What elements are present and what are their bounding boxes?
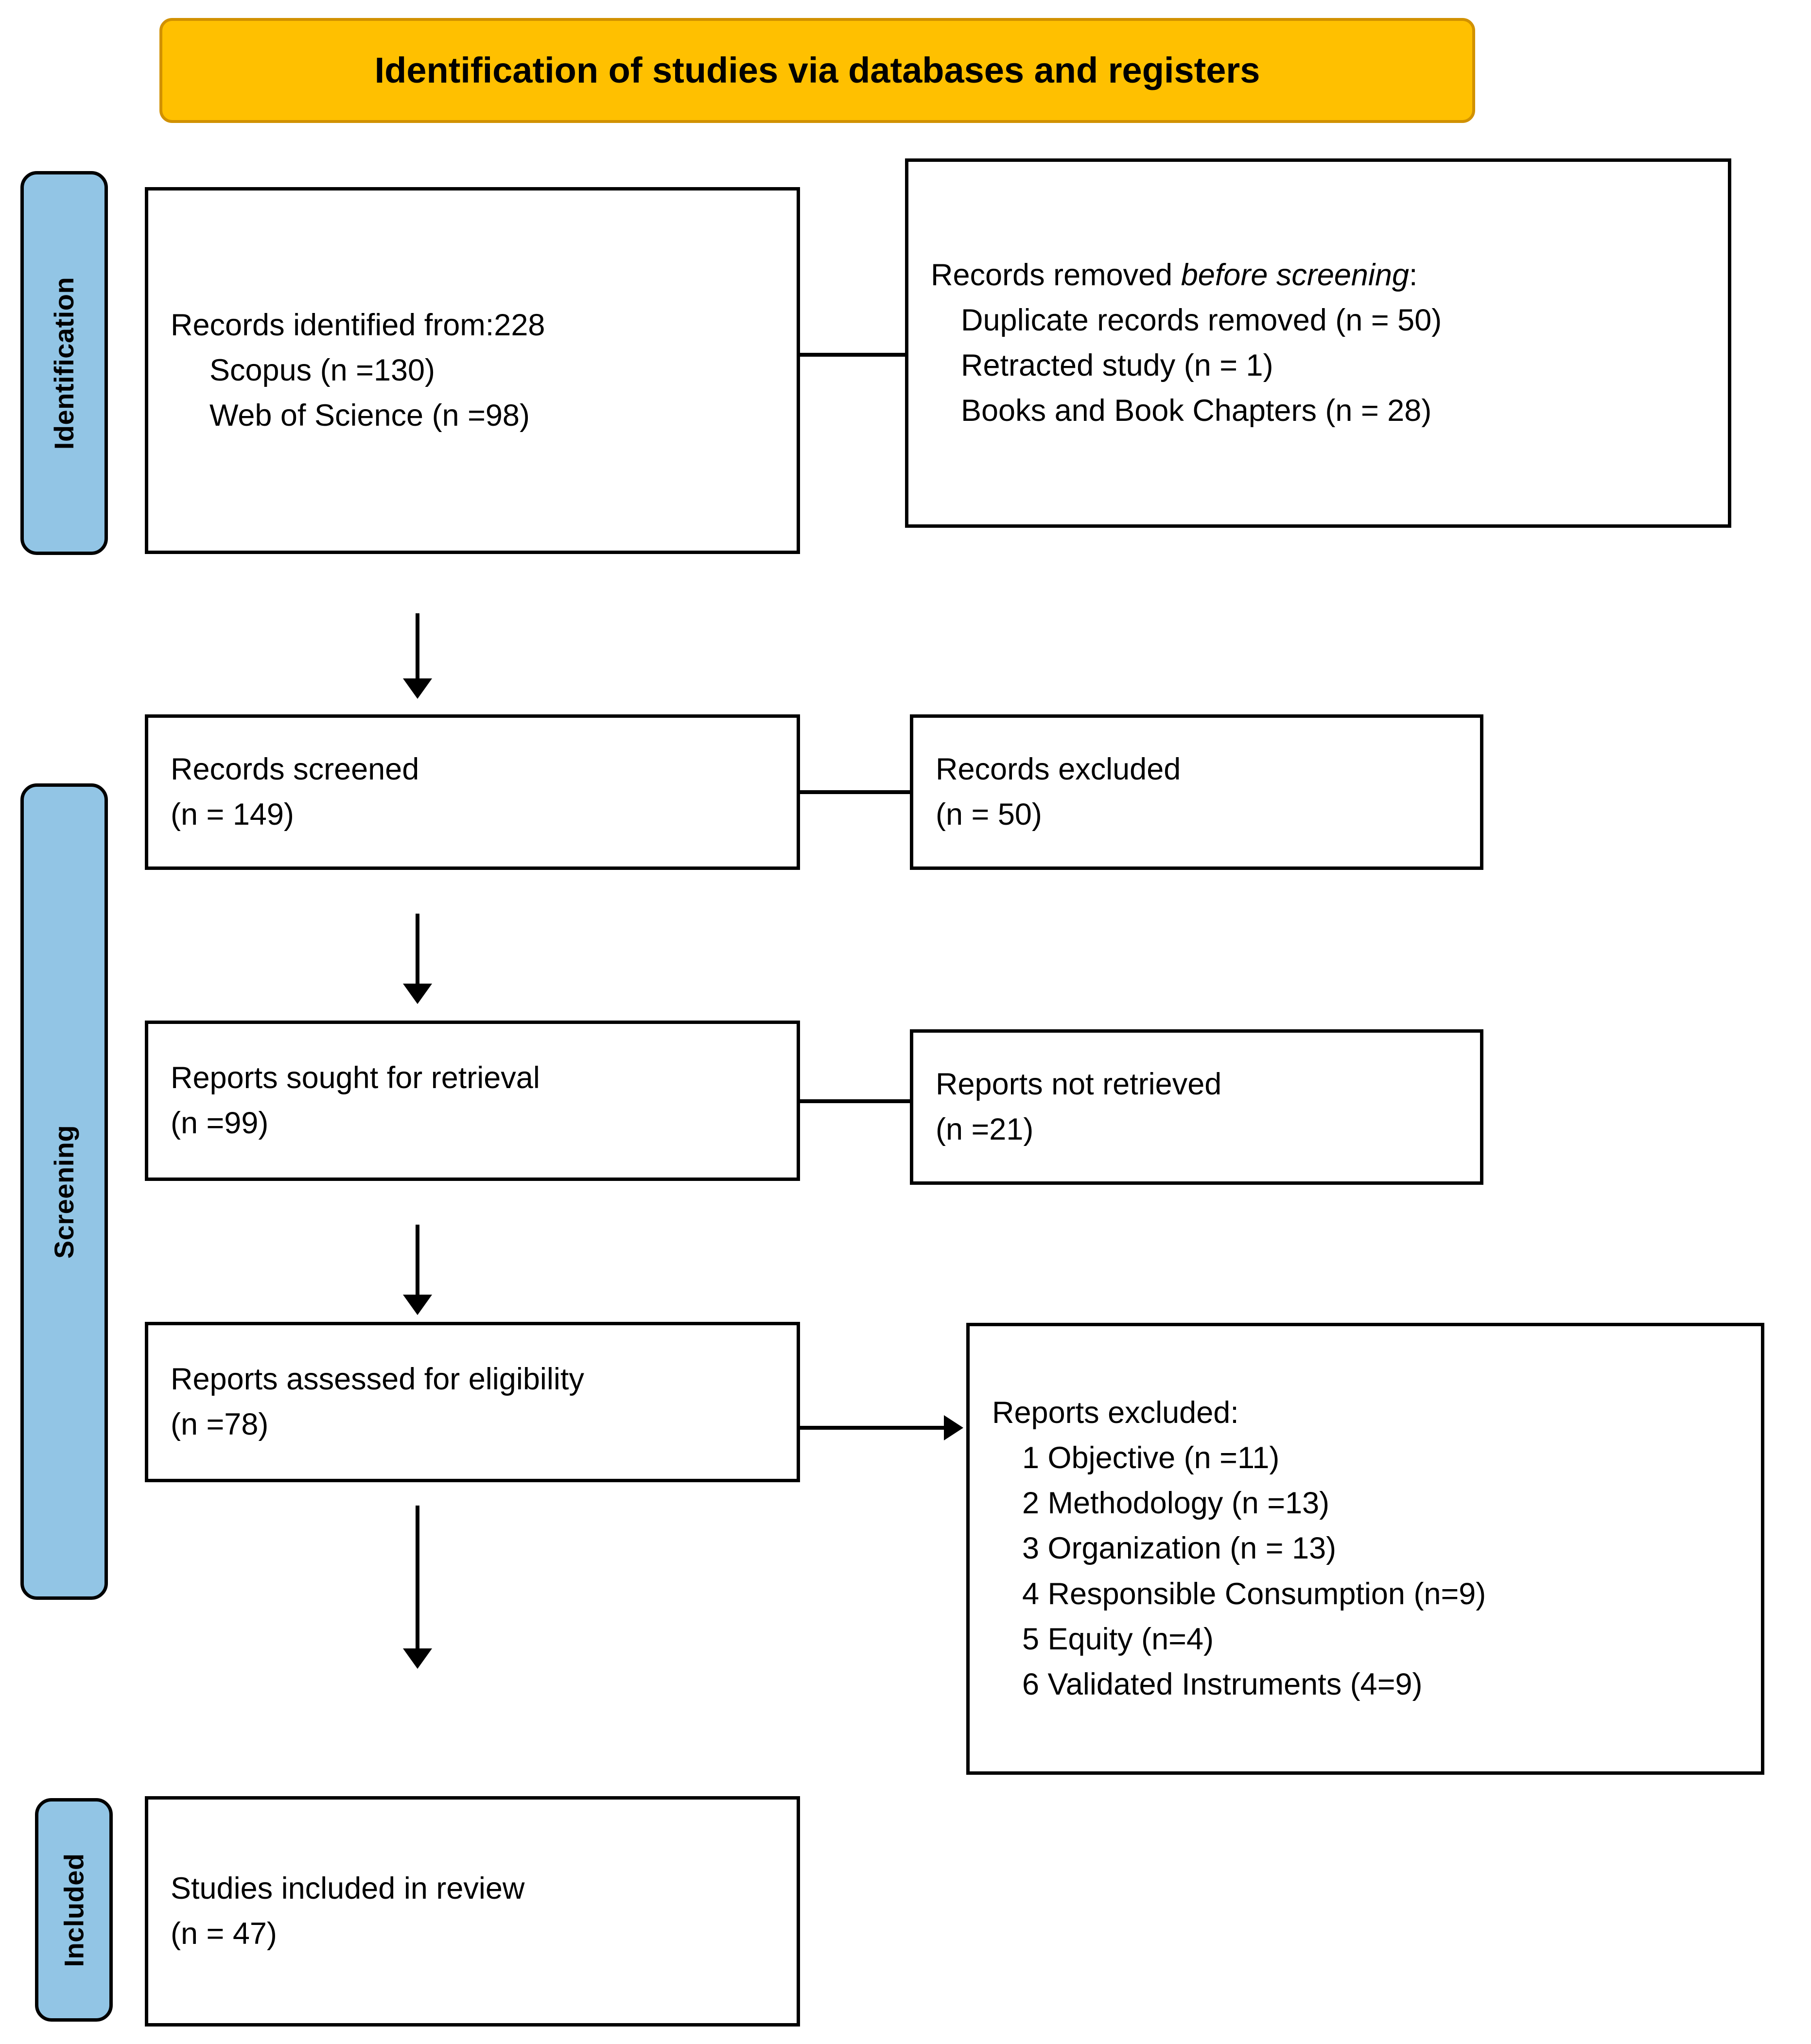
records-removed-heading-tail: :: [1409, 258, 1418, 292]
stage-label-included: Included: [58, 1853, 89, 1967]
reports-not-retrieved-line-2: (n =21): [936, 1112, 1034, 1146]
reports-excluded-item-5: 5 Equity (n=4): [1022, 1622, 1214, 1656]
arrowhead-sought-to-assessed: [403, 1295, 432, 1315]
arrowhead-screened-to-sought: [403, 984, 432, 1004]
records-screened-line-2: (n = 149): [171, 797, 294, 831]
stage-label-identification: Identification: [49, 277, 80, 450]
box-records-screened: Records screened (n = 149): [145, 714, 800, 870]
records-removed-line-2: Retracted study (n = 1): [961, 348, 1273, 382]
connector-assessed-to-included: [416, 1506, 419, 1651]
reports-excluded-item-2: 2 Methodology (n =13): [1022, 1486, 1330, 1521]
records-removed-heading-plain: Records removed: [931, 258, 1181, 292]
stage-bar-included: Included: [35, 1798, 113, 2022]
connector-identified-to-removed: [800, 353, 941, 357]
box-records-identified: Records identified from:228 Scopus (n =1…: [145, 187, 800, 554]
reports-excluded-item-1: 1 Objective (n =11): [1022, 1440, 1280, 1475]
stage-bar-identification: Identification: [20, 171, 108, 555]
records-removed-line-1: Duplicate records removed (n = 50): [961, 303, 1442, 337]
records-excluded-line-2: (n = 50): [936, 797, 1042, 831]
connector-screened-to-excluded: [800, 790, 941, 794]
studies-included-line-1: Studies included in review: [171, 1871, 525, 1905]
studies-included-line-2: (n = 47): [171, 1917, 277, 1951]
diagram-title-banner: Identification of studies via databases …: [159, 18, 1475, 123]
connector-assessed-to-reports-excluded: [800, 1426, 946, 1430]
reports-assessed-line-2: (n =78): [171, 1407, 269, 1441]
box-reports-excluded-list: Reports excluded: 1 Objective (n =11) 2 …: [966, 1323, 1764, 1775]
records-removed-heading: Records removed before screening:: [931, 253, 1706, 298]
records-screened-line-1: Records screened: [171, 752, 419, 786]
connector-screened-to-sought: [416, 914, 419, 987]
box-reports-not-retrieved: Reports not retrieved (n =21): [910, 1029, 1483, 1185]
box-reports-sought-for-retrieval: Reports sought for retrieval (n =99): [145, 1021, 800, 1181]
reports-assessed-line-1: Reports assessed for eligibility: [171, 1362, 584, 1396]
reports-not-retrieved-line-1: Reports not retrieved: [936, 1067, 1222, 1101]
reports-sought-line-2: (n =99): [171, 1106, 269, 1140]
connector-sought-to-assessed: [416, 1225, 419, 1298]
box-records-removed-before-screening: Records removed before screening: Duplic…: [905, 158, 1731, 528]
reports-excluded-item-3: 3 Organization (n = 13): [1022, 1531, 1337, 1566]
reports-excluded-item-4: 4 Responsible Consumption (n=9): [1022, 1576, 1486, 1611]
arrowhead-assessed-to-included: [403, 1648, 432, 1669]
records-removed-line-3: Books and Book Chapters (n = 28): [961, 394, 1432, 428]
connector-sought-to-not-retrieved: [800, 1099, 941, 1103]
reports-excluded-heading: Reports excluded:: [992, 1395, 1239, 1430]
arrowhead-assessed-to-reports-excluded: [944, 1415, 963, 1440]
box-reports-assessed-for-eligibility: Reports assessed for eligibility (n =78): [145, 1322, 800, 1482]
reports-excluded-item-6: 6 Validated Instruments (4=9): [1022, 1667, 1423, 1702]
stage-label-screening: Screening: [49, 1125, 80, 1259]
records-identified-line-1: Records identified from:228: [171, 308, 545, 342]
records-identified-line-2: Scopus (n =130): [209, 353, 435, 387]
page-title: Identification of studies via databases …: [374, 50, 1260, 91]
box-studies-included-in-review: Studies included in review (n = 47): [145, 1796, 800, 2027]
records-removed-heading-italic: before screening: [1181, 258, 1410, 292]
arrowhead-identified-to-screened: [403, 678, 432, 699]
box-records-excluded: Records excluded (n = 50): [910, 714, 1483, 870]
reports-sought-line-1: Reports sought for retrieval: [171, 1060, 540, 1095]
records-identified-line-3: Web of Science (n =98): [209, 398, 530, 433]
stage-bar-screening: Screening: [20, 783, 108, 1600]
records-excluded-line-1: Records excluded: [936, 752, 1181, 786]
connector-identified-to-screened: [416, 613, 419, 681]
